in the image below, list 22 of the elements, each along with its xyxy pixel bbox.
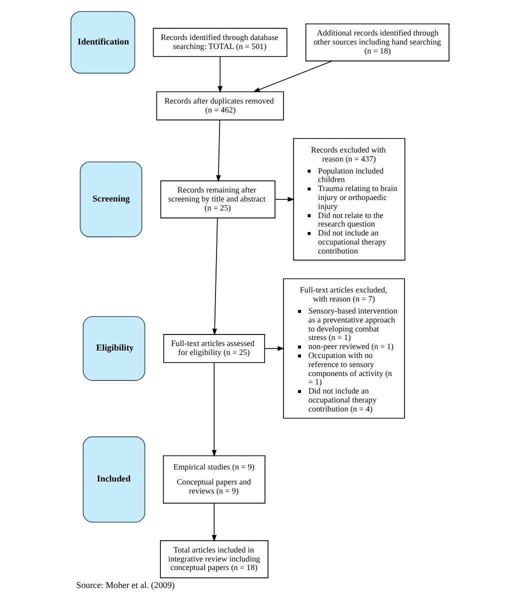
arrow (212, 362, 217, 457)
node-box: Total articles included in integrative review including conceptual papers (n = 18) (160, 540, 268, 578)
arrow (218, 56, 222, 93)
node-box: Screening (80, 161, 142, 238)
caption: Source: Moher et al. (2009) (76, 580, 175, 590)
node-box: Records after duplicates removed (n = 462) (156, 91, 284, 120)
node-box: Records excluded with reason (n = 437) Population included children Trauma relating to brain injury or orthopaedic injury Did not relate to the research question Did not include an occupational therapy contribution (293, 138, 406, 261)
node-box: Identification (70, 11, 136, 74)
arrow (212, 502, 217, 542)
arrow (252, 60, 333, 92)
node-box: Full-text articles assessed for eligibility (n = 25) (163, 334, 266, 364)
node-box: Full-text articles excluded, with reason (n = 7) Sensory-based intervention as a preventative approach to developing combat stress (n = 1) non-peer reviewed (n = 1) Occupation with no reference to sensory components of activity (n = 1) Did not include an occupational therapy contribution (n = 4) (283, 278, 405, 419)
node-box: Records identified through database searching: TOTAL (n = 501) (152, 28, 288, 57)
node-box: Eligibility (82, 316, 146, 381)
node-box: Records remaining after screening by title and abstract (n = 25) (160, 180, 276, 218)
node-box: Additional records identified through other sources including hand searching (n = 18) (305, 23, 450, 62)
arrow (216, 120, 221, 182)
arrow (264, 346, 284, 351)
node-box: Included (82, 436, 146, 523)
arrow (212, 218, 218, 336)
node-box: Empirical studies (n = 9) Conceptual papers and reviews (n = 9) (162, 455, 266, 504)
arrow (274, 196, 295, 202)
